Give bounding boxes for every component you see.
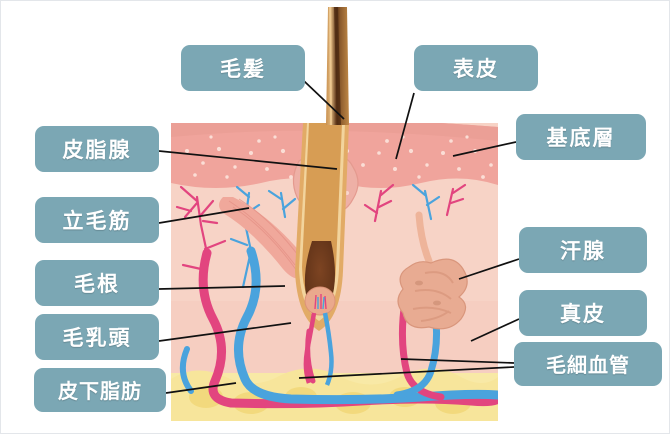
label-hair-root[interactable]: 毛根: [35, 260, 159, 306]
label-sebaceous-gland[interactable]: 皮脂腺: [35, 126, 159, 172]
hair-shaft: [326, 7, 349, 125]
leader-capillary-2: [298, 366, 515, 379]
leader-basal-layer: [452, 141, 517, 157]
leader-hair: [303, 80, 345, 120]
leader-dermis: [470, 318, 520, 342]
label-sweat-gland[interactable]: 汗腺: [519, 227, 647, 273]
sweat-gland: [397, 211, 468, 330]
leader-lines: [158, 80, 520, 394]
leader-hair-papilla: [158, 322, 292, 342]
leader-hair-root: [158, 285, 286, 290]
skin-block: [171, 123, 498, 421]
label-capillary[interactable]: 毛細血管: [514, 342, 662, 386]
leader-subcutaneous-fat: [165, 382, 237, 394]
label-epidermis[interactable]: 表皮: [414, 45, 538, 91]
label-dermis[interactable]: 真皮: [519, 290, 647, 336]
label-hair[interactable]: 毛髪: [181, 45, 305, 91]
leader-arrector-pili: [158, 207, 250, 224]
leader-sebaceous-gland: [158, 150, 338, 170]
hair-papilla: [304, 286, 336, 316]
label-subcutaneous-fat[interactable]: 皮下脂肪: [34, 368, 166, 412]
label-basal-layer[interactable]: 基底層: [516, 114, 646, 160]
leader-epidermis: [395, 92, 415, 160]
leader-sweat-gland: [458, 258, 520, 280]
label-hair-papilla[interactable]: 毛乳頭: [35, 314, 159, 360]
leader-capillary-1: [400, 358, 515, 364]
hair-bulb: [303, 241, 336, 386]
arrector-pili-muscle: [219, 197, 309, 279]
label-arrector-pili[interactable]: 立毛筋: [35, 197, 159, 243]
